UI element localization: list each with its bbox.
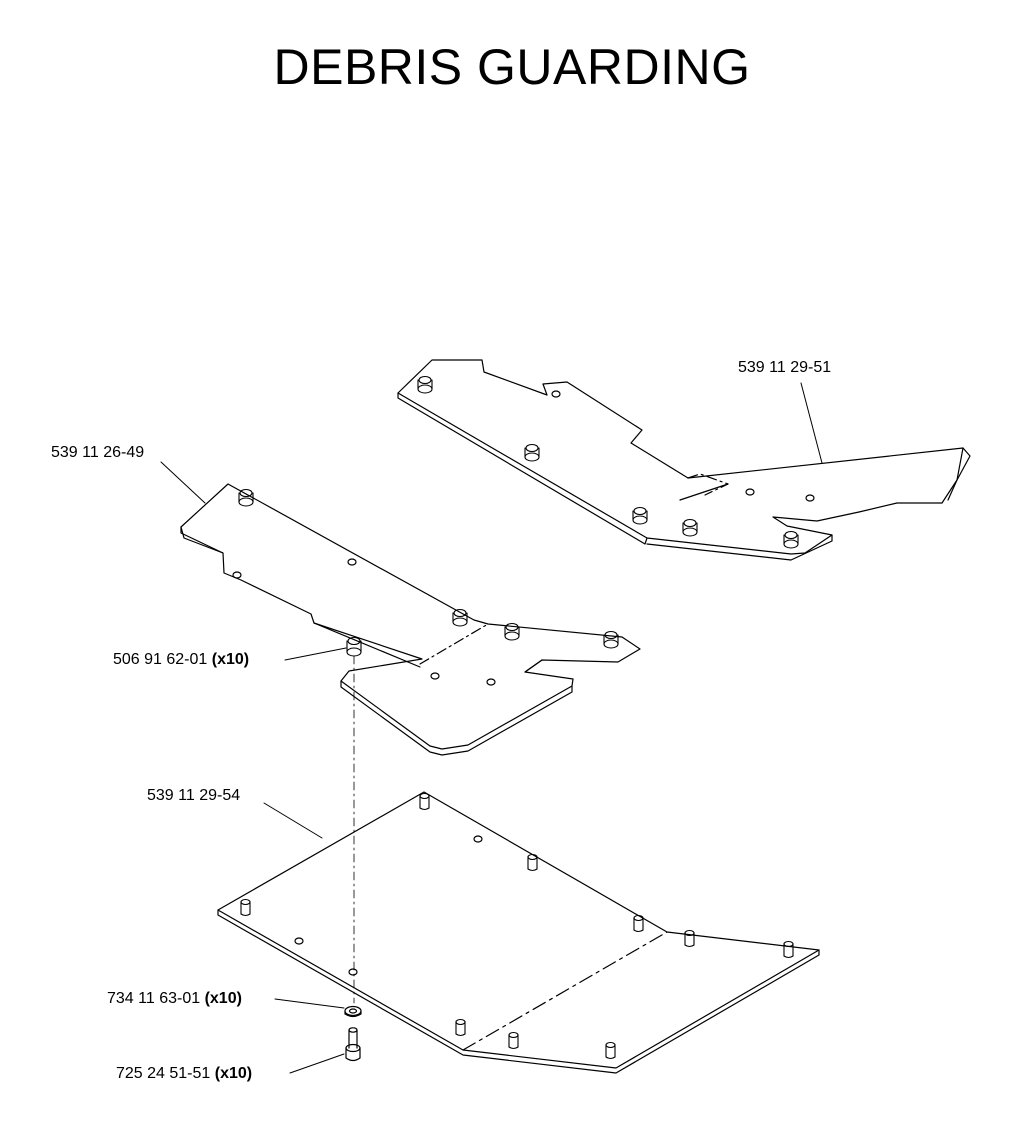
leader-lines (160, 382, 823, 1074)
part-label-guard-right: 539 11 29-51 (738, 359, 831, 377)
part-quantity: (x10) (204, 990, 242, 1007)
nut-icon (682, 518, 698, 537)
nut-icon (346, 636, 362, 657)
bolt (345, 1027, 361, 1062)
part-number: 506 91 62-01 (113, 651, 208, 668)
nut-icon (603, 630, 619, 649)
stud-icon (419, 792, 430, 811)
part-label-bolt: 725 24 51-51 (x10) (116, 1065, 252, 1083)
part-label-washer: 734 11 63-01 (x10) (107, 990, 242, 1008)
nut-icon (632, 506, 648, 525)
stud-icon (240, 898, 251, 917)
washer (344, 1005, 362, 1018)
part-label-base-plate: 539 11 29-54 (147, 787, 240, 805)
leader-line (289, 1053, 345, 1074)
part-number: 539 11 26-49 (51, 444, 145, 461)
stud-icon (633, 914, 644, 933)
leader-line (800, 382, 823, 464)
stud-icon (455, 1018, 466, 1037)
part-quantity: (x10) (211, 651, 250, 668)
base-plate (217, 791, 820, 1074)
part-quantity: (x10) (214, 1065, 253, 1082)
nut-icon (452, 608, 468, 627)
nut-icon (417, 375, 433, 394)
stud-icon (605, 1041, 616, 1060)
nut-icon (504, 622, 520, 641)
nut-icon (524, 443, 540, 462)
guard-plate-right (397, 359, 971, 561)
leader-line (160, 461, 206, 504)
leader-line (263, 802, 323, 839)
part-label-nut: 506 91 62-01 (x10) (113, 651, 249, 669)
page-title: DEBRIS GUARDING (273, 39, 751, 95)
nut-icon (783, 530, 799, 549)
stud-icon (684, 929, 695, 948)
part-number: 725 24 51-51 (116, 1065, 211, 1082)
base-studs (240, 792, 794, 1060)
leader-line (274, 998, 345, 1009)
flange-nuts (238, 375, 799, 657)
stud-icon (783, 940, 794, 959)
part-label-guard-left: 539 11 26-49 (51, 444, 144, 462)
part-number: 539 11 29-54 (147, 787, 241, 804)
nut-icon (238, 488, 254, 507)
part-number: 734 11 63-01 (107, 990, 201, 1007)
stud-icon (527, 853, 538, 872)
leader-line (284, 647, 347, 661)
guard-plate-left (180, 483, 641, 756)
stud-icon (508, 1031, 519, 1050)
part-number: 539 11 29-51 (738, 359, 832, 376)
